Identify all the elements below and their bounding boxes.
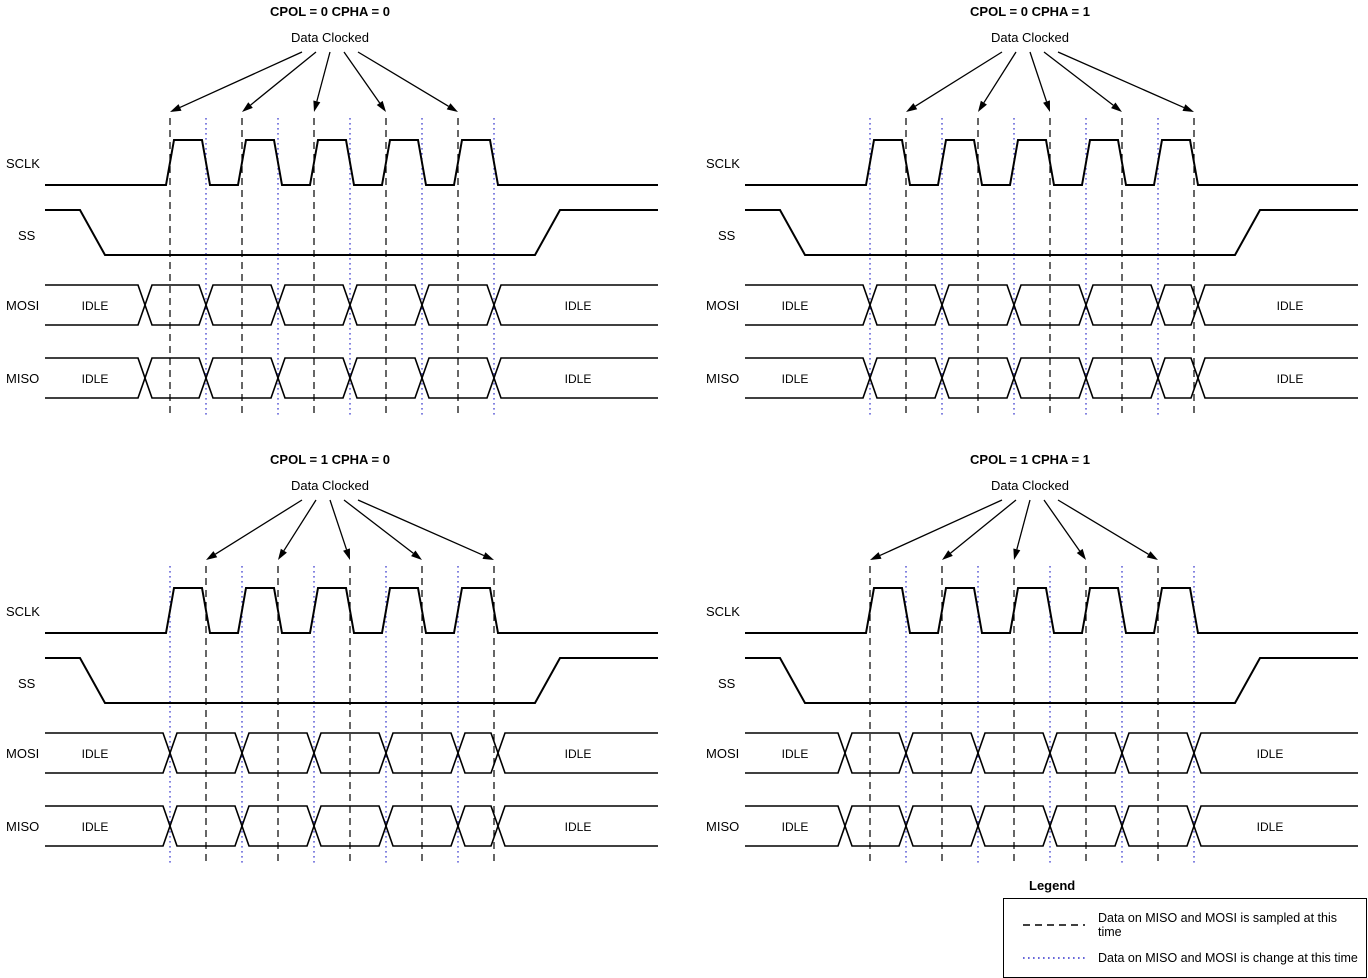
signal-label-miso: MISO [706, 371, 739, 386]
panel-title: CPOL = 0 CPHA = 0 [270, 4, 390, 19]
timing-panel-cpol0-cpha0: CPOL = 0 CPHA = 0 Data Clocked SCLK SS M… [6, 4, 658, 418]
idle-label: IDLE [82, 820, 109, 834]
idle-label: IDLE [1277, 372, 1304, 386]
timing-panel-cpol1-cpha0: CPOL = 1 CPHA = 0 Data Clocked SCLK SS M… [6, 452, 658, 866]
idle-label: IDLE [565, 820, 592, 834]
legend-box: Data on MISO and MOSI is sampled at this… [1003, 898, 1367, 978]
signal-label-mosi: MOSI [706, 746, 739, 761]
data-clocked-label: Data Clocked [991, 30, 1069, 45]
idle-label: IDLE [1257, 747, 1284, 761]
idle-label: IDLE [782, 820, 809, 834]
legend-title: Legend [1029, 878, 1076, 893]
signal-label-sclk: SCLK [706, 604, 740, 619]
waveforms [745, 51, 1358, 418]
signal-label-sclk: SCLK [6, 156, 40, 171]
idle-label: IDLE [82, 747, 109, 761]
signal-label-mosi: MOSI [6, 298, 39, 313]
signal-label-miso: MISO [706, 819, 739, 834]
legend-row-change: Data on MISO and MOSI is change at this … [1012, 951, 1358, 965]
signal-label-miso: MISO [6, 371, 39, 386]
waveforms [45, 51, 658, 418]
idle-label: IDLE [82, 299, 109, 313]
waveforms [745, 499, 1358, 866]
panel-title: CPOL = 0 CPHA = 1 [970, 4, 1090, 19]
signal-label-sclk: SCLK [706, 156, 740, 171]
signal-label-mosi: MOSI [6, 746, 39, 761]
legend: Legend Data on MISO and MOSI is sampled … [1003, 878, 1367, 978]
panel-title: CPOL = 1 CPHA = 0 [270, 452, 390, 467]
signal-label-sclk: SCLK [6, 604, 40, 619]
signal-label-ss: SS [18, 228, 36, 243]
idle-label: IDLE [782, 299, 809, 313]
timing-panel-cpol1-cpha1: CPOL = 1 CPHA = 1 Data Clocked SCLK SS M… [706, 452, 1358, 866]
timing-panel-cpol0-cpha1: CPOL = 0 CPHA = 1 Data Clocked SCLK SS M… [706, 4, 1358, 418]
idle-label: IDLE [565, 299, 592, 313]
idle-label: IDLE [1257, 820, 1284, 834]
idle-label: IDLE [82, 372, 109, 386]
idle-label: IDLE [565, 372, 592, 386]
idle-label: IDLE [782, 372, 809, 386]
idle-label: IDLE [565, 747, 592, 761]
panel-title: CPOL = 1 CPHA = 1 [970, 452, 1090, 467]
signal-label-ss: SS [18, 676, 36, 691]
waveforms [45, 499, 658, 866]
data-clocked-label: Data Clocked [291, 478, 369, 493]
legend-change-text: Data on MISO and MOSI is change at this … [1098, 951, 1358, 965]
signal-label-ss: SS [718, 676, 736, 691]
signal-label-mosi: MOSI [706, 298, 739, 313]
data-clocked-label: Data Clocked [991, 478, 1069, 493]
data-clocked-label: Data Clocked [291, 30, 369, 45]
legend-sampled-text: Data on MISO and MOSI is sampled at this… [1098, 911, 1337, 939]
idle-label: IDLE [782, 747, 809, 761]
idle-label: IDLE [1277, 299, 1304, 313]
dashed-sample-line-icon [1023, 924, 1085, 926]
dotted-change-line-icon [1023, 957, 1085, 959]
signal-label-miso: MISO [6, 819, 39, 834]
legend-row-sampled: Data on MISO and MOSI is sampled at this… [1012, 911, 1358, 939]
signal-label-ss: SS [718, 228, 736, 243]
